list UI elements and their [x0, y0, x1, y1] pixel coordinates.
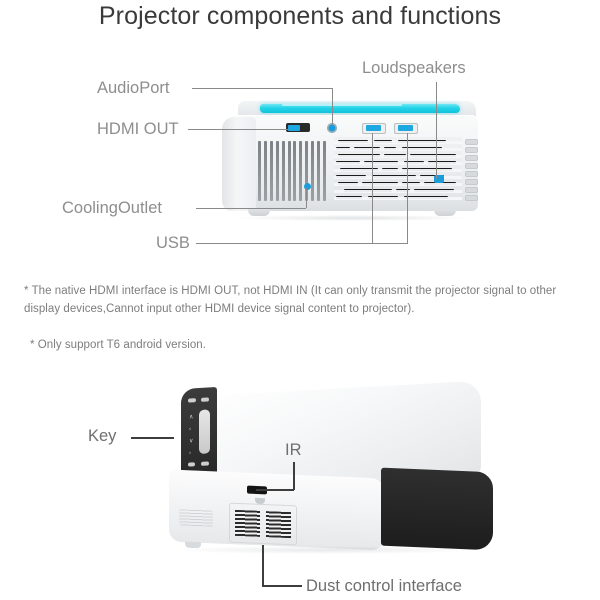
key-button-src — [201, 461, 209, 466]
projector-foot-left — [248, 209, 270, 216]
leader-key — [131, 437, 174, 439]
leader-audio-port-horizontal — [192, 88, 332, 89]
projector-front-illustration — [222, 101, 482, 223]
projector-foot-right — [434, 209, 456, 216]
label-audio-port: AudioPort — [97, 79, 170, 97]
label-cooling-outlet: CoolingOutlet — [62, 199, 162, 217]
leader-loudspeakers-vertical — [436, 82, 437, 179]
nav-left-icon: ‹ — [189, 426, 191, 433]
cooling-outlet-vents — [258, 141, 326, 201]
key-button-2 — [201, 397, 209, 402]
label-dust-control-interface: Dust control interface — [306, 577, 462, 595]
projector-top-illustration: ∧ ‹ ∨ › — [155, 379, 500, 567]
nav-down-icon: ∨ — [189, 438, 194, 445]
usb-port-2 — [394, 123, 418, 134]
leader-cooling-outlet-horizontal — [196, 208, 306, 209]
usb-port-1 — [362, 123, 386, 134]
leader-usb-horizontal — [196, 243, 408, 244]
label-ir: IR — [285, 441, 302, 459]
projector-left-face — [222, 117, 256, 211]
loudspeaker-marker — [434, 175, 444, 183]
projector-shadow — [236, 215, 468, 221]
cyan-light-bar-gloss — [282, 104, 402, 106]
dust-control-filter — [229, 502, 297, 546]
leader-cooling-outlet-vertical — [306, 188, 307, 208]
label-usb: USB — [156, 234, 190, 252]
nav-pad — [199, 409, 210, 454]
projector-bottom-shadow — [175, 546, 475, 554]
leader-ir-horizontal — [256, 489, 294, 491]
leader-dust-control-horizontal — [262, 585, 302, 587]
page-title: Projector components and functions — [98, 2, 502, 30]
key-button-1 — [188, 398, 196, 403]
leader-audio-port-vertical — [332, 88, 333, 125]
nav-up-icon: ∧ — [189, 414, 194, 421]
key-button-menu — [188, 462, 195, 467]
projector-dark-side-panel — [381, 467, 493, 551]
leader-dust-control-vertical — [262, 545, 264, 585]
dust-filter-mesh — [235, 509, 291, 539]
loudspeaker-grille — [334, 137, 462, 203]
leader-ir-vertical — [293, 462, 295, 490]
front-face-texture — [179, 509, 213, 527]
leader-usb-port-1-vertical — [372, 133, 373, 243]
cyan-light-bar — [260, 103, 460, 113]
label-loudspeakers: Loudspeakers — [362, 59, 466, 77]
audio-port — [327, 123, 337, 133]
leader-usb-port-2-vertical — [407, 133, 408, 243]
side-vent-column — [465, 137, 478, 203]
nav-back-icon: › — [189, 450, 191, 457]
cooling-outlet-marker — [304, 183, 311, 190]
label-key: Key — [88, 427, 117, 445]
footnote-hdmi: * The native HDMI interface is HDMI OUT,… — [24, 285, 557, 315]
footnote-android-version: * Only support T6 android version. — [30, 339, 206, 351]
label-hdmi-out: HDMI OUT — [97, 120, 179, 138]
leader-hdmi-out — [188, 129, 288, 130]
hdmi-out-port — [286, 123, 310, 132]
grille-mesh-overlay — [334, 137, 462, 203]
